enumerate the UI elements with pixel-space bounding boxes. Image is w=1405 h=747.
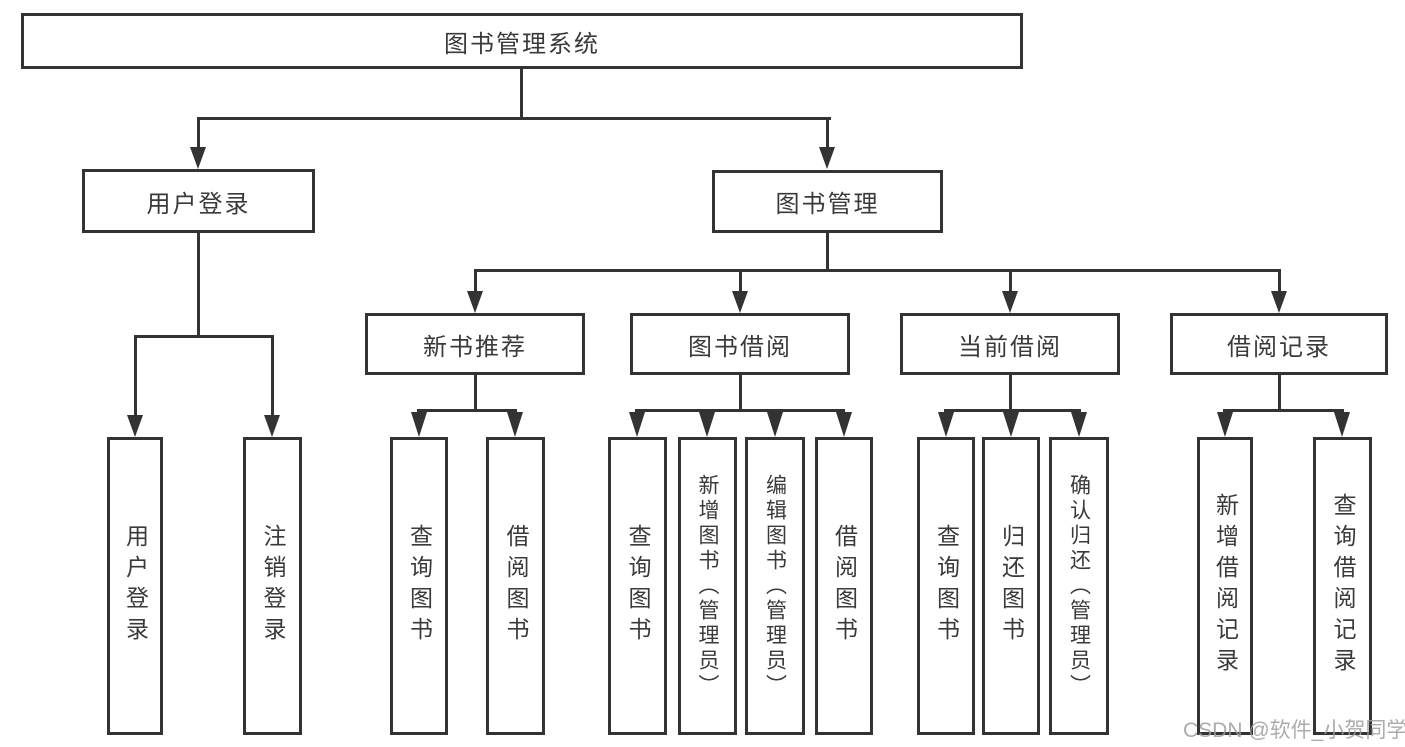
leaf-sec1-query-books-label: 查询图书 bbox=[406, 524, 433, 648]
leaf-sec3-confirm-return-admin-label: 确认归还（管理员） bbox=[1067, 473, 1091, 699]
arrowhead-sec3-icon bbox=[1002, 291, 1018, 313]
arrowhead-sec4-icon bbox=[1271, 291, 1287, 313]
connector-user-login-drop bbox=[197, 117, 200, 150]
connector-root-stub bbox=[520, 69, 523, 118]
connector-level2-rail bbox=[474, 269, 1281, 272]
connector-sec2-rail bbox=[635, 409, 845, 412]
arrowhead-user-login-icon bbox=[190, 147, 206, 169]
connector-sec3-rail bbox=[944, 409, 1081, 412]
connector-user-leaf1-drop bbox=[134, 335, 137, 417]
leaf-sec1-borrow-books: 借阅图书 bbox=[486, 437, 545, 735]
arrowhead-sec2-leaf1-icon bbox=[629, 412, 645, 437]
leaf-sec2-edit-books-admin-label: 编辑图书（管理员） bbox=[763, 473, 787, 699]
node-book-borrow: 图书借阅 bbox=[630, 313, 850, 375]
connector-sec2-drop bbox=[739, 269, 742, 293]
leaf-sec2-borrow-books: 借阅图书 bbox=[815, 437, 873, 735]
leaf-sec2-edit-books-admin: 编辑图书（管理员） bbox=[745, 437, 805, 735]
node-book-management-label: 图书管理 bbox=[775, 191, 880, 218]
arrowhead-sec3-leaf1-icon bbox=[938, 412, 954, 437]
arrowhead-sec1-icon bbox=[467, 291, 483, 313]
arrowhead-sec4-leaf2-icon bbox=[1334, 412, 1350, 437]
connector-mgmt-stub bbox=[826, 233, 829, 271]
node-user-login: 用户登录 bbox=[82, 169, 315, 233]
connector-book-mgmt-drop bbox=[826, 117, 829, 150]
connector-sec4-drop bbox=[1278, 269, 1281, 293]
leaf-sec4-query-borrow-record: 查询借阅记录 bbox=[1313, 437, 1372, 735]
node-book-borrow-label: 图书借阅 bbox=[688, 333, 792, 361]
leaf-sec4-add-borrow-record-label: 新增借阅记录 bbox=[1212, 493, 1239, 679]
leaf-user-login: 用户登录 bbox=[107, 437, 163, 735]
node-current-borrow-label: 当前借阅 bbox=[958, 333, 1062, 361]
connector-sec1-rail bbox=[417, 409, 517, 412]
arrowhead-sec2-leaf4-icon bbox=[836, 412, 852, 437]
arrowhead-user-leaf1-icon bbox=[127, 415, 143, 437]
arrowhead-sec1-leaf1-icon bbox=[411, 412, 427, 437]
leaf-sec3-query-books-label: 查询图书 bbox=[933, 524, 960, 648]
arrowhead-sec4-leaf1-icon bbox=[1217, 412, 1233, 437]
node-library-system-label: 图书管理系统 bbox=[444, 30, 600, 58]
arrowhead-sec3-leaf3-icon bbox=[1071, 412, 1087, 437]
leaf-logout-label: 注销登录 bbox=[260, 524, 286, 648]
leaf-sec3-confirm-return-admin: 确认归还（管理员） bbox=[1049, 437, 1109, 735]
arrowhead-sec3-leaf2-icon bbox=[1003, 412, 1019, 437]
connector-user-stub bbox=[197, 233, 200, 336]
leaf-sec2-borrow-books-label: 借阅图书 bbox=[831, 524, 858, 648]
leaf-sec4-add-borrow-record: 新增借阅记录 bbox=[1197, 437, 1253, 735]
arrowhead-sec2-leaf2-icon bbox=[699, 412, 715, 437]
leaf-sec2-query-books: 查询图书 bbox=[608, 437, 667, 735]
node-library-system: 图书管理系统 bbox=[21, 13, 1023, 69]
leaf-sec3-query-books: 查询图书 bbox=[917, 437, 975, 735]
connector-user-leaf2-drop bbox=[271, 335, 274, 417]
connector-level1-rail bbox=[197, 117, 831, 120]
node-borrow-records-label: 借阅记录 bbox=[1227, 333, 1331, 361]
connector-sec2-stub bbox=[739, 375, 742, 409]
node-new-book-recommend-label: 新书推荐 bbox=[423, 333, 527, 361]
arrowhead-user-leaf2-icon bbox=[264, 415, 280, 437]
node-current-borrow: 当前借阅 bbox=[900, 313, 1120, 375]
arrowhead-sec1-leaf2-icon bbox=[507, 412, 523, 437]
leaf-logout: 注销登录 bbox=[243, 437, 302, 735]
arrowhead-book-mgmt-icon bbox=[819, 147, 835, 169]
node-borrow-records: 借阅记录 bbox=[1170, 313, 1388, 375]
connector-sec1-drop bbox=[474, 269, 477, 293]
connector-sec4-stub bbox=[1278, 375, 1281, 409]
arrowhead-sec2-leaf3-icon bbox=[767, 412, 783, 437]
leaf-sec2-add-books-admin-label: 新增图书（管理员） bbox=[696, 473, 719, 699]
csdn-watermark: CSDN @软件_小贺同学 bbox=[1183, 719, 1405, 742]
leaf-sec3-return-books: 归还图书 bbox=[982, 437, 1040, 735]
node-user-login-label: 用户登录 bbox=[146, 190, 251, 218]
connector-sec3-stub bbox=[1009, 375, 1012, 409]
arrowhead-sec2-icon bbox=[732, 291, 748, 313]
connector-sec1-stub bbox=[474, 375, 477, 409]
node-book-management: 图书管理 bbox=[712, 170, 943, 233]
connector-sec3-drop bbox=[1009, 269, 1012, 293]
connector-user-rail bbox=[134, 335, 274, 338]
connector-sec4-rail bbox=[1223, 409, 1344, 412]
leaf-user-login-label: 用户登录 bbox=[122, 524, 149, 648]
leaf-sec1-query-books: 查询图书 bbox=[390, 437, 448, 735]
node-new-book-recommend: 新书推荐 bbox=[365, 313, 585, 375]
leaf-sec3-return-books-label: 归还图书 bbox=[998, 524, 1025, 648]
leaf-sec2-query-books-label: 查询图书 bbox=[625, 524, 651, 648]
leaf-sec1-borrow-books-label: 借阅图书 bbox=[503, 524, 529, 648]
leaf-sec4-query-borrow-record-label: 查询借阅记录 bbox=[1330, 493, 1356, 679]
leaf-sec2-add-books-admin: 新增图书（管理员） bbox=[678, 437, 737, 735]
